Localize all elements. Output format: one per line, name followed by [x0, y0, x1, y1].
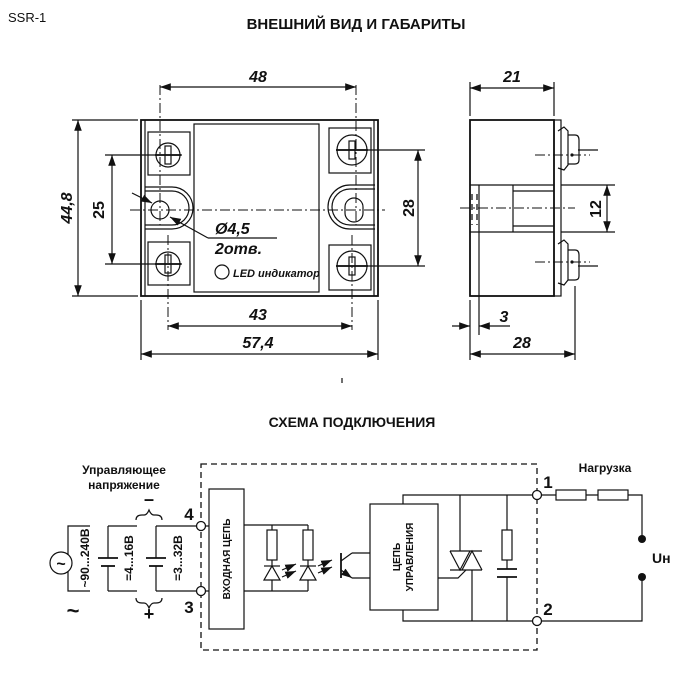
dim-12: 12	[588, 200, 605, 218]
rc-snubber	[497, 495, 517, 621]
dim-28-side-view: 28	[512, 335, 531, 352]
terminal-1-label: 1	[543, 473, 552, 492]
load-voltage-node-top	[638, 535, 646, 543]
relay-enclosure-boundary	[200, 463, 538, 651]
center-label-area	[193, 123, 320, 293]
terminal-3-label: 3	[184, 598, 193, 617]
dim-28-top-view: 28	[401, 199, 418, 217]
terminal-3-node	[195, 585, 207, 597]
fuse-icon	[555, 489, 587, 501]
terminal-1-node	[531, 489, 543, 501]
led-branch-1	[262, 525, 282, 591]
ac-source: ~ ~90...240В ~	[49, 525, 92, 623]
side-terminal-bottom	[535, 239, 598, 286]
dim-hole-diameter: Ø4,5	[215, 221, 251, 238]
ac-source-icon	[49, 551, 73, 575]
load-resistor-icon	[597, 489, 629, 501]
terminal-4-node	[195, 520, 207, 532]
wiring-schematic: Управляющее напряжение ~ ~90...240В ~ =4…	[49, 461, 671, 651]
dim-21: 21	[502, 69, 521, 86]
phototransistor	[340, 552, 370, 579]
mounting-slot-left	[145, 186, 194, 230]
dc-source-1: =4...16В	[98, 525, 137, 592]
dim-25: 25	[91, 201, 108, 219]
load-voltage-label: Uн	[652, 550, 671, 566]
ac-source-range: ~90...240В	[78, 528, 92, 587]
top-view: 48 44,8 25 28 Ø4,5 2отв. LED индикатор 4…	[59, 69, 425, 360]
wiring-title: СХЕМА ПОДКЛЮЧЕНИЯ	[269, 414, 436, 430]
load-voltage-node-bottom	[638, 573, 646, 581]
model-label: SSR-1	[8, 10, 46, 25]
side-view: 21 12 3 28	[452, 69, 615, 360]
dim-48: 48	[248, 69, 267, 86]
input-block-label: ВХОДНАЯ ЦЕПЬ	[222, 519, 233, 600]
dim-hole-count: 2отв.	[214, 241, 262, 258]
brace-bottom	[135, 597, 163, 610]
ac-symbol: ~	[67, 598, 80, 623]
load-label: Нагрузка	[579, 461, 632, 475]
input-circuit-block	[208, 488, 245, 630]
led-label: LED индикатор	[233, 268, 320, 280]
control-circuit-block	[369, 503, 439, 611]
dim-57-4: 57,4	[242, 335, 273, 352]
screw-terminal-top-left	[147, 131, 191, 176]
control-voltage-label-line1: Управляющее	[82, 463, 166, 477]
ac-wave-glyph: ~	[56, 556, 65, 573]
relay-body-outline	[140, 119, 379, 297]
led-branch-2	[298, 525, 318, 591]
dim-43: 43	[248, 307, 267, 324]
dim-44-8: 44,8	[59, 192, 76, 224]
screw-terminal-bottom-right	[328, 244, 372, 291]
triac	[438, 495, 483, 621]
side-terminal-top	[535, 126, 598, 171]
dc-range-1: =4...16В	[122, 535, 136, 581]
terminal-4-label: 4	[184, 505, 194, 524]
dc-range-2: =3...32В	[171, 535, 185, 581]
control-block-label-line2: УПРАВЛЕНИЯ	[405, 523, 416, 592]
led-indicator-icon	[214, 264, 230, 280]
terminal-2-label: 2	[543, 600, 552, 619]
control-voltage-label-line2: напряжение	[88, 478, 160, 492]
minus-sign: –	[144, 489, 154, 509]
terminal-2-node	[531, 615, 543, 627]
dc-source-2: =3...32В	[146, 525, 199, 592]
brace-top	[135, 508, 163, 521]
mounting-slot-right	[327, 184, 375, 230]
dimensions-title: ВНЕШНИЙ ВИД И ГАБАРИТЫ	[247, 15, 466, 33]
plus-sign: +	[144, 604, 155, 624]
dim-3: 3	[500, 309, 509, 326]
light-emission-arrows	[281, 559, 333, 579]
control-block-label-line1: ЦЕПЬ	[392, 543, 403, 571]
